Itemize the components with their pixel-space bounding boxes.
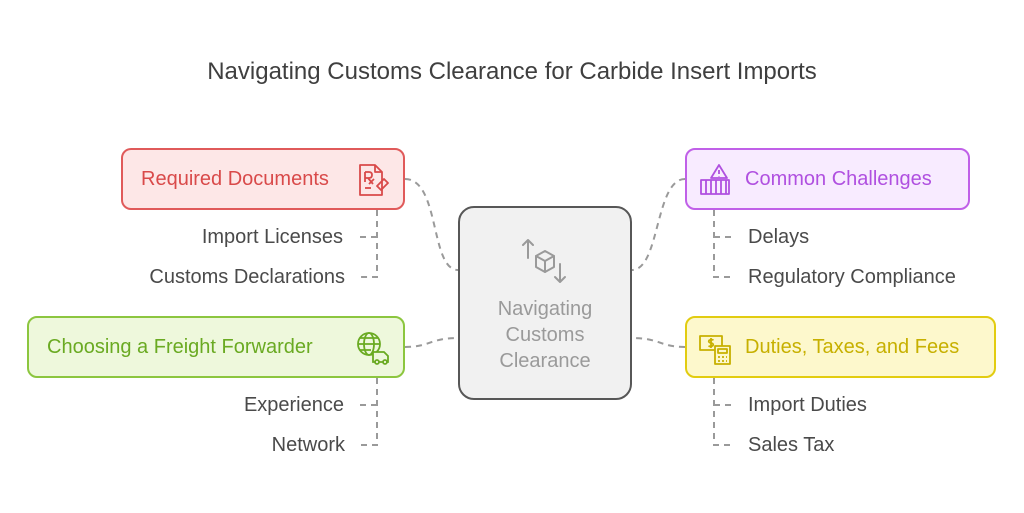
sub-item-customs-declarations: Customs Declarations (149, 266, 345, 288)
sub-item-import-duties: Import Duties (748, 394, 867, 416)
node-label: Common Challenges (745, 167, 932, 190)
globe-truck-icon (357, 332, 389, 365)
diagram-title: Navigating Customs Clearance for Carbide… (207, 58, 817, 85)
center-label: Navigating Customs Clearance (497, 298, 593, 372)
node-label: Choosing a Freight Forwarder (47, 335, 313, 358)
sub-item-import-licenses: Import Licenses (201, 226, 343, 248)
sub-item-delays: Delays (748, 226, 810, 248)
sub-item-experience: Experience (243, 394, 344, 416)
node-label: Duties, Taxes, and Fees (745, 335, 960, 358)
node-common-challenges: Common Challenges (685, 148, 970, 210)
sub-item-network: Network (271, 434, 345, 456)
prescription-document-icon (359, 164, 389, 196)
node-required-documents: Required Documents (121, 148, 405, 210)
barrier-warning-icon (700, 164, 730, 195)
box-arrows-icon (522, 239, 566, 283)
money-calculator-icon (699, 335, 731, 365)
sub-item-regulatory-compliance: Regulatory Compliance (748, 266, 956, 288)
sub-item-sales-tax: Sales Tax (748, 434, 835, 456)
node-duties-taxes-fees: Duties, Taxes, and Fees (685, 316, 996, 378)
center-node: Navigating Customs Clearance (458, 206, 632, 400)
node-label: Required Documents (141, 167, 329, 190)
node-freight-forwarder: Choosing a Freight Forwarder (27, 316, 405, 378)
